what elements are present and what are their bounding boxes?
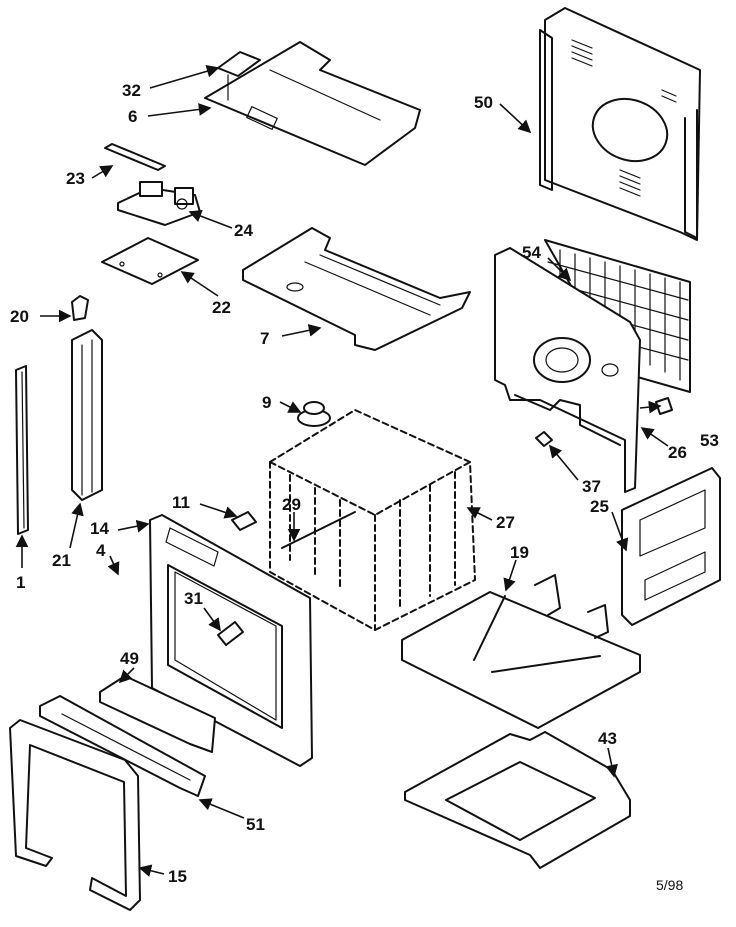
callout-49: 49 <box>120 649 139 668</box>
callout-21: 21 <box>52 551 71 570</box>
part-6-top-panel <box>204 41 421 166</box>
callout-51: 51 <box>246 815 265 834</box>
callout-6: 6 <box>128 107 137 126</box>
part-7-shelf-panel <box>242 227 471 351</box>
callout-37: 37 <box>582 477 601 496</box>
callout-15: 15 <box>168 867 187 886</box>
callout-4: 4 <box>96 541 106 560</box>
callout-50: 50 <box>474 93 493 112</box>
part-27-oven-cavity <box>269 409 476 631</box>
part-19-bottom-tray <box>401 574 641 729</box>
part-25-side-panel <box>621 467 721 626</box>
date-code: 5/98 <box>656 877 683 893</box>
callout-9: 9 <box>262 393 271 412</box>
part-15-gasket <box>9 719 141 911</box>
part-24-control-assembly <box>117 181 201 226</box>
callout-24: 24 <box>234 221 253 240</box>
callout-23: 23 <box>66 169 85 188</box>
callout-53: 53 <box>700 431 719 450</box>
callout-25: 25 <box>590 497 609 516</box>
part-23-bracket <box>104 143 166 171</box>
part-9-fan <box>297 401 331 427</box>
part-20-clip <box>71 295 89 321</box>
leader-lines <box>15 65 669 877</box>
part-51-vent <box>39 695 206 797</box>
part-21-side-rail <box>71 329 103 501</box>
part-11-fitting <box>231 511 257 531</box>
callout-54: 54 <box>522 243 541 262</box>
callout-19: 19 <box>510 543 529 562</box>
part-29-rod <box>281 511 356 549</box>
callout-labels: 32 6 23 24 22 20 7 50 54 9 53 26 37 11 2… <box>10 81 719 886</box>
part-37-clip <box>535 431 553 447</box>
callout-26: 26 <box>668 443 687 462</box>
callout-7: 7 <box>260 329 269 348</box>
part-32-bracket <box>217 51 261 101</box>
callout-29: 29 <box>282 495 301 514</box>
callout-31: 31 <box>184 589 203 608</box>
callout-14: 14 <box>90 519 109 538</box>
callout-22: 22 <box>212 298 231 317</box>
part-43-base-pan <box>404 731 631 869</box>
callout-11: 11 <box>172 493 190 512</box>
part-22-plate <box>101 237 199 285</box>
part-50-rear-panel <box>539 7 701 241</box>
callout-1: 1 <box>16 573 25 592</box>
part-1-strip <box>15 365 29 535</box>
callout-43: 43 <box>598 729 617 748</box>
part-26-back-wall <box>494 247 641 493</box>
callout-20: 20 <box>10 307 29 326</box>
callout-32: 32 <box>122 81 141 100</box>
callout-27: 27 <box>496 513 515 532</box>
part-31-lamp <box>217 621 244 646</box>
